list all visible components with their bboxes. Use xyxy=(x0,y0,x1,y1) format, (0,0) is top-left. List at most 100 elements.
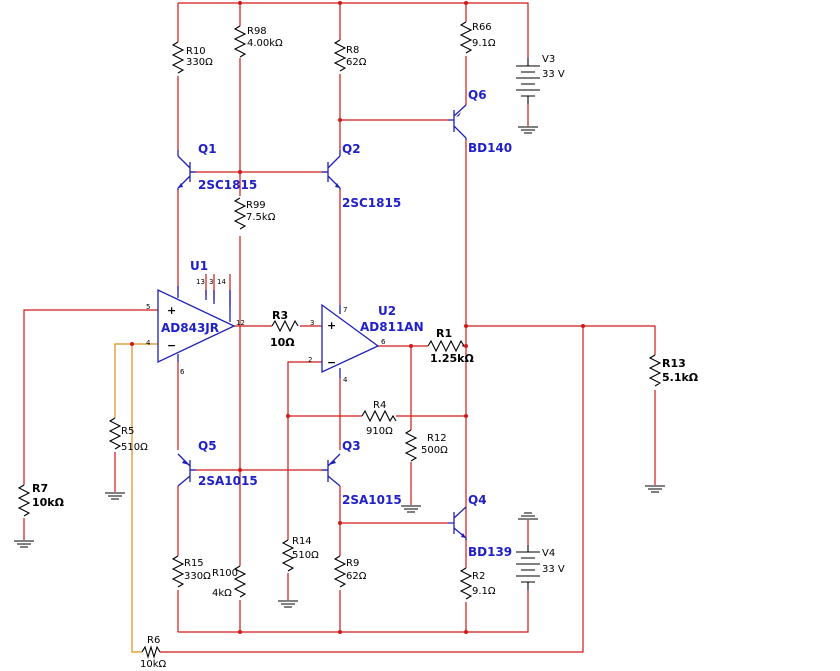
q5-part: 2SA1015 xyxy=(198,474,258,488)
r1-ref: R1 xyxy=(436,327,452,340)
r7-ref: R7 xyxy=(32,482,48,495)
ground-symbols xyxy=(14,126,665,608)
svg-text:+: + xyxy=(167,304,176,317)
u2-pin-bottom: 4 xyxy=(343,376,348,384)
transistor-q6: Q6 BD140 xyxy=(448,88,512,155)
u2-pin-inp: 3 xyxy=(310,319,314,327)
v4-value: 33 V xyxy=(542,564,565,575)
resistor-r3: R3 10Ω xyxy=(270,309,299,349)
r12-value: 500Ω xyxy=(421,445,448,456)
transistor-q1: Q1 2SC1815 xyxy=(177,142,257,192)
resistor-r15: R15 330Ω xyxy=(171,555,211,588)
opamp-u1: + − U1 AD843JR 5 4 12 13 3 14 6 xyxy=(146,259,245,376)
resistor-r1: R1 1.25kΩ xyxy=(427,327,474,365)
r66-ref: R66 xyxy=(472,22,492,33)
u2-pin-out: 6 xyxy=(381,338,386,346)
r5-ref: R5 xyxy=(121,426,134,437)
q3-part: 2SA1015 xyxy=(342,493,402,507)
q5-ref: Q5 xyxy=(198,439,217,453)
r4-ref: R4 xyxy=(373,400,386,411)
resistor-r100: R100 4kΩ xyxy=(212,565,247,599)
resistor-r9: R9 62Ω xyxy=(333,555,367,588)
resistor-r14: R14 510Ω xyxy=(281,536,319,572)
r99-ref: R99 xyxy=(246,200,266,211)
u1-pin-top-c: 14 xyxy=(217,278,226,286)
r4-value: 910Ω xyxy=(366,426,393,437)
r66-value: 9.1Ω xyxy=(472,38,496,49)
q4-ref: Q4 xyxy=(468,493,487,507)
r15-ref: R15 xyxy=(184,558,204,569)
u1-ref: U1 xyxy=(190,259,208,273)
r3-ref: R3 xyxy=(272,309,288,322)
resistor-r2: R2 9.1Ω xyxy=(459,567,496,600)
u1-pin-out: 12 xyxy=(236,319,245,327)
u1-pin-bottom: 6 xyxy=(180,368,185,376)
r6-value: 10kΩ xyxy=(140,659,167,670)
resistor-r5: R5 510Ω xyxy=(108,417,148,453)
resistor-r99: R99 7.5kΩ xyxy=(233,197,276,230)
r14-value: 510Ω xyxy=(292,550,319,561)
resistor-r4: R4 910Ω xyxy=(361,400,397,437)
q2-ref: Q2 xyxy=(342,142,361,156)
q1-ref: Q1 xyxy=(198,142,217,156)
r99-value: 7.5kΩ xyxy=(246,212,276,223)
battery-v3: V3 33 V xyxy=(516,54,565,104)
u2-pin-top: 7 xyxy=(343,306,347,314)
resistor-r7: R7 10kΩ xyxy=(17,482,65,517)
opamp-u2: + − U2 AD811AN 3 2 6 7 4 xyxy=(308,303,424,384)
u1-pin-top-a: 13 xyxy=(196,278,205,286)
transistor-q2: Q2 2SC1815 xyxy=(322,142,401,210)
transistor-q5: Q5 2SA1015 xyxy=(177,439,258,488)
v4-ref: V4 xyxy=(542,548,555,559)
r10-value: 330Ω xyxy=(186,57,213,68)
r8-value: 62Ω xyxy=(346,57,367,68)
u1-pin-inn: 4 xyxy=(146,339,151,347)
u1-pin-top-b: 3 xyxy=(209,278,213,286)
transistor-q3: Q3 2SA1015 xyxy=(322,439,402,507)
resistor-r66: R66 9.1Ω xyxy=(459,21,496,54)
resistor-r13: R13 5.1kΩ xyxy=(648,354,699,387)
q2-part: 2SC1815 xyxy=(342,196,401,210)
battery-v4: V4 33 V xyxy=(516,545,565,590)
svg-text:−: − xyxy=(327,356,336,369)
resistor-r12: R12 500Ω xyxy=(404,429,448,462)
v3-ref: V3 xyxy=(542,54,555,65)
r98-ref: R98 xyxy=(247,26,267,37)
q6-ref: Q6 xyxy=(468,88,487,102)
r10-ref: R10 xyxy=(186,46,206,57)
resistor-r98: R98 4.00kΩ xyxy=(233,25,283,58)
r9-ref: R9 xyxy=(346,558,359,569)
q3-ref: Q3 xyxy=(342,439,361,453)
r5-value: 510Ω xyxy=(121,442,148,453)
r3-value: 10Ω xyxy=(270,336,295,349)
svg-text:−: − xyxy=(167,339,176,352)
u1-pin-inp: 5 xyxy=(146,303,150,311)
r13-value: 5.1kΩ xyxy=(662,371,699,384)
r98-value: 4.00kΩ xyxy=(247,38,283,49)
r6-ref: R6 xyxy=(147,635,160,646)
q4-part: BD139 xyxy=(468,545,512,559)
v3-value: 33 V xyxy=(542,69,565,80)
resistor-r6: R6 10kΩ xyxy=(140,635,167,670)
q6-part: BD140 xyxy=(468,141,512,155)
r100-value: 4kΩ xyxy=(212,588,232,599)
r2-ref: R2 xyxy=(472,571,485,582)
transistor-q4: Q4 BD139 xyxy=(448,493,512,559)
r12-ref: R12 xyxy=(427,433,447,444)
r15-value: 330Ω xyxy=(184,571,211,582)
wires xyxy=(23,2,656,653)
svg-text:+: + xyxy=(327,319,336,332)
u2-ref: U2 xyxy=(378,304,396,318)
feedback-wires xyxy=(114,343,158,653)
r8-ref: R8 xyxy=(346,45,359,56)
r7-value: 10kΩ xyxy=(32,496,65,509)
q1-part: 2SC1815 xyxy=(198,178,257,192)
u2-part: AD811AN xyxy=(360,320,424,334)
resistor-r8: R8 62Ω xyxy=(333,39,367,72)
r13-ref: R13 xyxy=(662,357,686,370)
r14-ref: R14 xyxy=(292,536,312,547)
junction-dots xyxy=(130,1,585,634)
r1-value: 1.25kΩ xyxy=(430,352,474,365)
resistor-r10: R10 330Ω xyxy=(171,41,213,74)
